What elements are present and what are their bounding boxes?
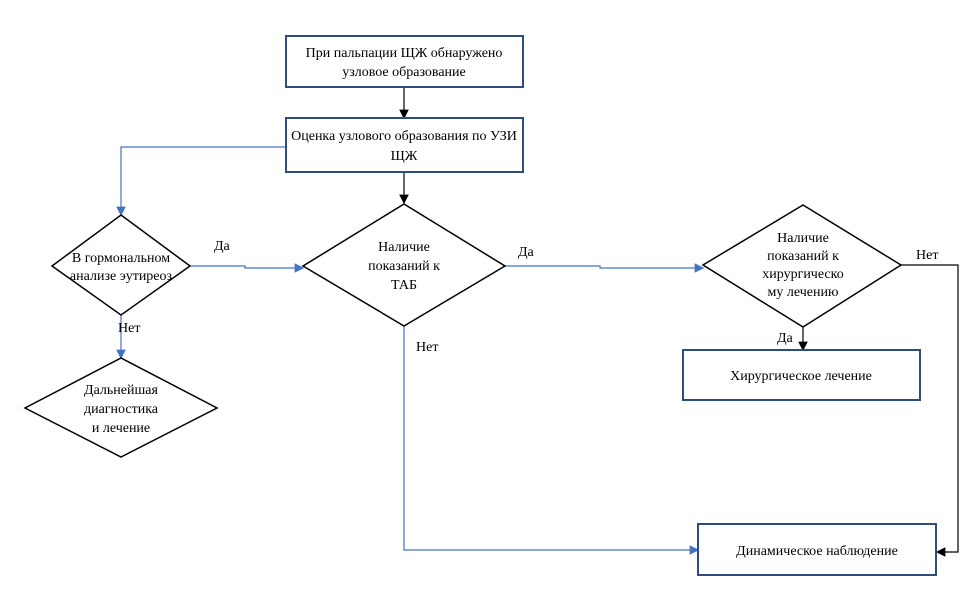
svg-text:Динамическое наблюдение: Динамическое наблюдение	[736, 544, 898, 559]
svg-text:Да: Да	[214, 239, 231, 254]
node-surgery-indication-line1: Наличие	[777, 231, 829, 246]
label-tab-yes: Да	[518, 245, 535, 260]
node-start-line2: узловое образование	[342, 65, 466, 80]
node-usg-line1: Оценка узлового образования по УЗИ	[291, 129, 517, 144]
node-surgery: Хирургическое лечение	[682, 349, 921, 401]
node-observation: Динамическое наблюдение	[697, 523, 937, 576]
node-further-line1: Дальнейшая	[84, 383, 158, 398]
svg-text:анализе эутиреоз: анализе эутиреоз	[70, 269, 173, 284]
edge-usg-to-hormone	[116, 146, 286, 217]
node-surgery-line1: Хирургическое лечение	[730, 369, 872, 384]
svg-text:Нет: Нет	[416, 340, 438, 355]
node-further-line2: диагностика	[84, 402, 159, 417]
edge-tab-yes-to-surgery-indication	[505, 263, 705, 273]
node-usg: Оценка узлового образования по УЗИ ЩЖ	[285, 117, 524, 173]
svg-text:ЩЖ: ЩЖ	[391, 149, 418, 164]
node-hormone: В гормональном анализе эутиреоз	[50, 214, 192, 316]
label-hormone-yes: Да	[214, 239, 231, 254]
svg-text:Нет: Нет	[118, 321, 140, 336]
node-start: При пальпации ЩЖ обнаружено узловое обра…	[285, 35, 524, 88]
node-further: Дальнейшая диагностика и лечение	[23, 357, 219, 458]
label-surgery-yes: Да	[777, 331, 794, 346]
node-surgery-indication-line4: му лечению	[768, 285, 839, 300]
node-further-line3: и лечение	[92, 421, 150, 436]
svg-text:Дальнейшая: Дальнейшая	[84, 383, 158, 398]
svg-text:Наличие: Наличие	[777, 231, 829, 246]
label-surgery-no: Нет	[916, 248, 938, 263]
svg-text:диагностика: диагностика	[84, 402, 159, 417]
svg-text:Хирургическое лечение: Хирургическое лечение	[730, 369, 872, 384]
svg-text:Да: Да	[518, 245, 535, 260]
svg-text:ТАБ: ТАБ	[391, 278, 417, 293]
svg-text:Да: Да	[777, 331, 794, 346]
edge-hormone-yes-to-tab	[190, 263, 305, 273]
node-hormone-line2: анализе эутиреоз	[70, 269, 173, 284]
svg-text:и лечение: и лечение	[92, 421, 150, 436]
node-surgery-indication-line3: хирургическо	[762, 267, 843, 282]
node-usg-line2: ЩЖ	[391, 149, 418, 164]
node-tab: Наличие показаний к ТАБ	[301, 203, 507, 327]
svg-text:показаний к: показаний к	[368, 259, 440, 274]
svg-text:узловое образование: узловое образование	[342, 65, 466, 80]
node-start-line1: При пальпации ЩЖ обнаружено	[306, 46, 503, 61]
svg-text:В гормональном: В гормональном	[72, 251, 170, 266]
svg-text:Нет: Нет	[916, 248, 938, 263]
edge-tab-no-to-observation	[403, 326, 700, 555]
label-tab-no: Нет	[416, 340, 438, 355]
node-tab-line1: Наличие	[378, 240, 430, 255]
edge-surgery-indication-no-to-observation	[901, 264, 959, 557]
svg-text:При пальпации ЩЖ обнаружено: При пальпации ЩЖ обнаружено	[306, 46, 503, 61]
svg-text:Наличие: Наличие	[378, 240, 430, 255]
node-tab-line2: показаний к	[368, 259, 440, 274]
node-hormone-line1: В гормональном	[72, 251, 170, 266]
node-observation-line1: Динамическое наблюдение	[736, 544, 898, 559]
node-tab-line3: ТАБ	[391, 278, 417, 293]
node-surgery-indication: Наличие показаний к хирургическо му лече…	[701, 204, 903, 328]
svg-text:показаний к: показаний к	[767, 249, 839, 264]
node-surgery-indication-line2: показаний к	[767, 249, 839, 264]
svg-text:му лечению: му лечению	[768, 285, 839, 300]
svg-text:Оценка узлового образования по: Оценка узлового образования по УЗИ	[291, 129, 517, 144]
svg-text:хирургическо: хирургическо	[762, 267, 843, 282]
connectors	[116, 87, 959, 557]
label-hormone-no: Нет	[118, 321, 140, 336]
